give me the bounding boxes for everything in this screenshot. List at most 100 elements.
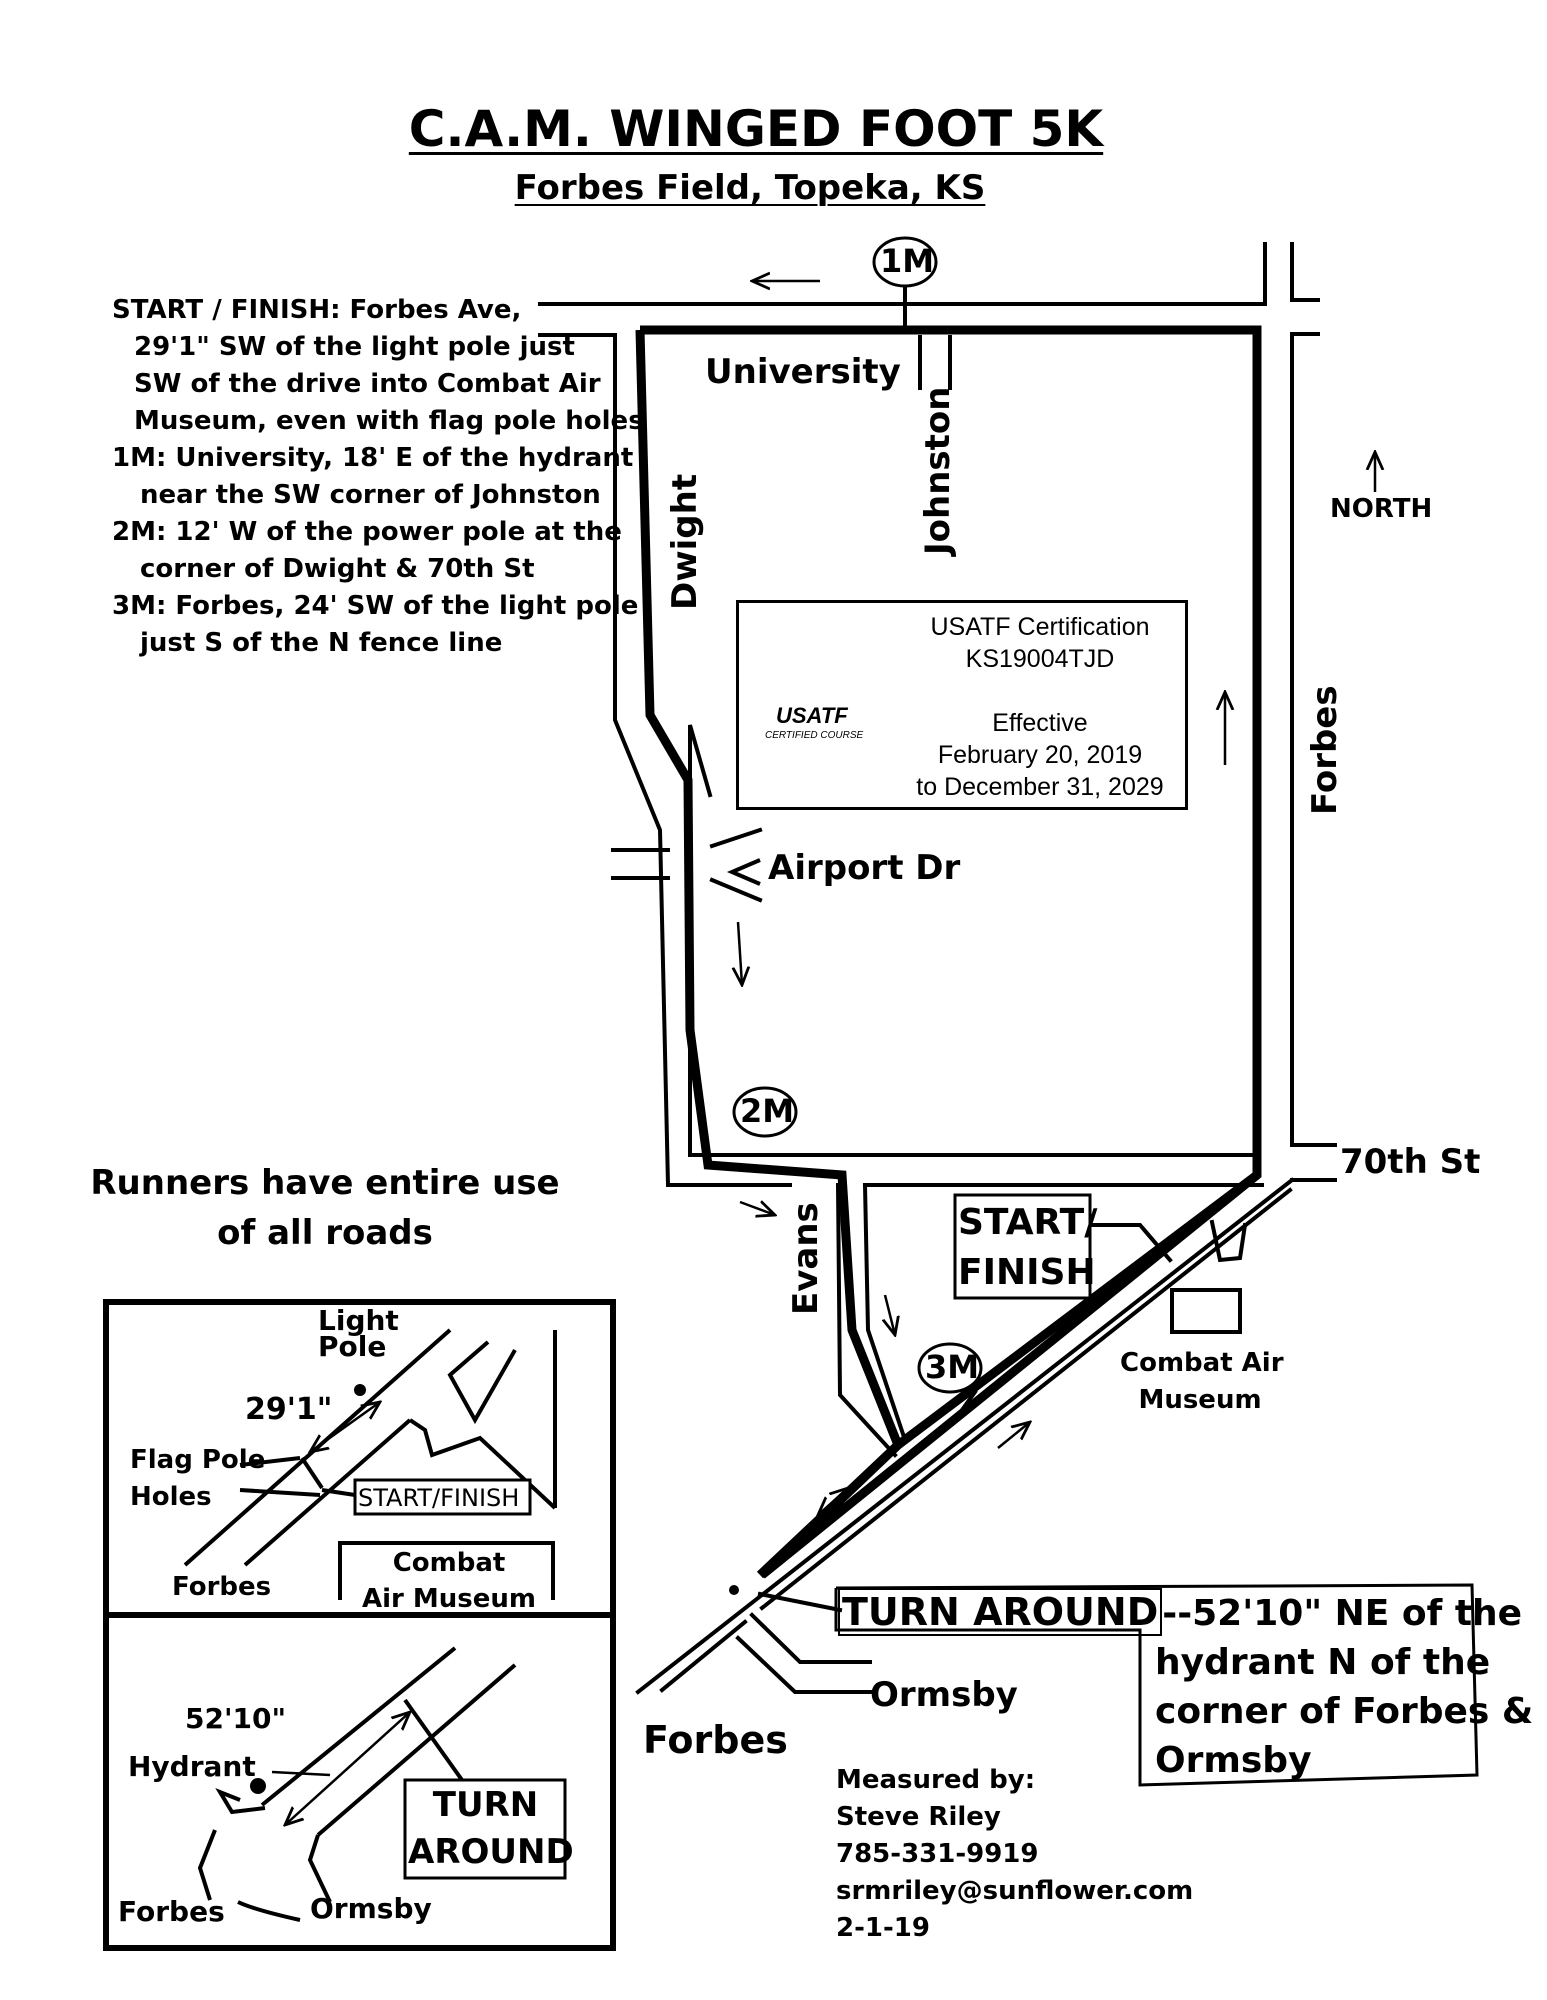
airport-edge-3 xyxy=(709,827,763,849)
museum-drive xyxy=(1209,1219,1248,1263)
ormsby-edge-2 xyxy=(735,1635,872,1694)
measured-line: 785-331-9919 xyxy=(836,1839,1039,1869)
inset1-light-line: Light xyxy=(318,1304,399,1337)
inset2-hydrant-label: Hydrant xyxy=(128,1750,256,1783)
mile-marker-2-circle xyxy=(732,1086,798,1138)
road-label-university: University xyxy=(705,352,901,392)
mile-marker-2: 2M xyxy=(740,1092,795,1130)
ormsby-edge-1 xyxy=(749,1612,872,1664)
note-line: 1M: University, 18' E of the hydrant xyxy=(112,443,634,473)
arrow-south-dwight xyxy=(738,921,742,985)
note-line: 3M: Forbes, 24' SW of the light pole xyxy=(112,591,639,621)
road-label-johnston: Johnston xyxy=(918,386,958,555)
measured-line: Measured by: xyxy=(836,1765,1036,1795)
turnaround-line: hydrant N of the xyxy=(1155,1642,1491,1683)
arrow-ne-forbes xyxy=(997,1422,1030,1449)
start-finish-line: START/ xyxy=(958,1202,1098,1243)
measured-line: 2-1-19 xyxy=(836,1913,930,1943)
cert-line: KS19004TJD xyxy=(965,645,1115,673)
inset2-turn-label: TURN AROUND xyxy=(408,1782,574,1876)
turn-leader xyxy=(757,1591,843,1613)
inset1-sf-leader xyxy=(321,1488,356,1497)
forbes-diag-south-edge-b xyxy=(659,1619,748,1693)
start-finish-label: START/ FINISH xyxy=(958,1198,1098,1298)
inset2-measure-ext xyxy=(271,1770,331,1777)
arrow-two-way xyxy=(818,1488,848,1515)
course-notes: START / FINISH: Forbes Ave, 29'1" SW of … xyxy=(112,292,644,662)
inset2-leader xyxy=(403,1698,464,1782)
mile-marker-1-circle xyxy=(872,236,938,288)
inset1-light-pole xyxy=(354,1384,366,1396)
inset2-distance: 52'10" xyxy=(185,1702,287,1735)
inset1-flag-leader-b xyxy=(239,1488,321,1497)
road-label-ormsby: Ormsby xyxy=(870,1675,1018,1715)
certification-text: USATF Certification KS19004TJD Effective… xyxy=(895,611,1185,803)
inset2-curb-c xyxy=(307,1834,332,1903)
hydrant-dot xyxy=(729,1585,739,1595)
note-line: SW of the drive into Combat Air xyxy=(134,369,601,399)
note-line: Museum, even with flag pole holes xyxy=(134,406,644,436)
start-finish-box xyxy=(953,1193,1092,1300)
measured-line: Steve Riley xyxy=(836,1802,1001,1832)
inset2-ormsby-curve xyxy=(237,1900,301,1922)
inset1-flag-leader-a xyxy=(239,1456,301,1467)
forbes-ne-corner-b xyxy=(1290,242,1320,302)
note-line: 2M: 12' W of the power pole at the xyxy=(112,517,622,547)
inset-turn-frame xyxy=(103,1612,616,1951)
start-finish-line: FINISH xyxy=(958,1252,1096,1293)
turnaround-box xyxy=(834,1583,1479,1787)
page-title: C.A.M. WINGED FOOT 5K xyxy=(408,100,1104,158)
road-label-airport: Airport Dr xyxy=(768,848,961,888)
cert-line: to December 31, 2029 xyxy=(916,773,1164,801)
inset1-museum-bracket xyxy=(338,1541,555,1600)
runners-note: Runners have entire use of all roads xyxy=(90,1163,560,1253)
inset1-flag-label: Flag Pole Holes xyxy=(130,1442,265,1516)
museum-label: Combat Air Museum xyxy=(1120,1345,1284,1419)
note-line: 29'1" SW of the light pole just xyxy=(134,332,575,362)
road-label-dwight: Dwight xyxy=(665,473,705,610)
inset2-measure xyxy=(285,1712,410,1825)
usatf-logo-sub: CERTIFIED COURSE xyxy=(765,730,864,741)
evans-edge-east xyxy=(862,1182,908,1443)
road-label-70th: 70th St xyxy=(1340,1142,1481,1182)
road-label-evans: Evans xyxy=(786,1202,826,1315)
measured-line: srmriley@sunflower.com xyxy=(836,1876,1194,1906)
mile-marker-1: 1M xyxy=(880,242,935,280)
evans-edge-west xyxy=(835,1182,898,1458)
inset1-museum: Combat Air Museum xyxy=(345,1545,553,1617)
inset1-flag-line: Holes xyxy=(130,1482,212,1512)
certification-box: USATF Certification KS19004TJD Effective… xyxy=(736,600,1188,810)
inset1-light-pole-label: Light Pole xyxy=(318,1304,399,1363)
course-route xyxy=(635,325,1262,1579)
airport-edge-4 xyxy=(709,877,763,903)
note-line: just S of the N fence line xyxy=(140,628,503,658)
airport-chevron xyxy=(726,858,761,886)
inset1-museum-line: Combat xyxy=(392,1548,506,1578)
inset1-sf-box xyxy=(353,1478,532,1516)
arrow-east-evans xyxy=(739,1202,775,1215)
inset2-ormsby: Ormsby xyxy=(310,1892,432,1925)
course-route-outbound xyxy=(756,1171,1260,1579)
inset2-curb-a xyxy=(215,1787,266,1815)
inset1-flag-line: Flag Pole xyxy=(130,1445,266,1475)
note-line: near the SW corner of Johnston xyxy=(140,480,601,510)
inset2-forbes: Forbes xyxy=(118,1895,225,1928)
road-label-forbes-east: Forbes xyxy=(1305,685,1345,815)
cert-line: Effective xyxy=(992,709,1088,737)
road-label-forbes-south: Forbes xyxy=(643,1718,788,1762)
inset1-curb xyxy=(447,1340,517,1425)
cert-line: February 20, 2019 xyxy=(937,741,1143,769)
inset1-light-line: Pole xyxy=(318,1330,387,1363)
museum-line: Combat Air xyxy=(1120,1348,1284,1378)
turnaround-label: TURN AROUND--52'10" NE of the xyxy=(838,1588,1522,1636)
forbes-east-edge xyxy=(1290,332,1337,1147)
note-line: START / FINISH: Forbes Ave, xyxy=(112,295,522,325)
inset2-turn-line: TURN xyxy=(432,1785,539,1825)
cert-line xyxy=(895,675,1185,707)
museum-line: Museum xyxy=(1138,1385,1262,1415)
cert-line: USATF Certification xyxy=(930,613,1150,641)
page-subtitle: Forbes Field, Topeka, KS xyxy=(514,168,986,208)
measured-by: Measured by: Steve Riley 785-331-9919 sr… xyxy=(836,1762,1193,1947)
arrow-south-evans xyxy=(885,1294,895,1335)
inset1-measure xyxy=(310,1402,380,1452)
